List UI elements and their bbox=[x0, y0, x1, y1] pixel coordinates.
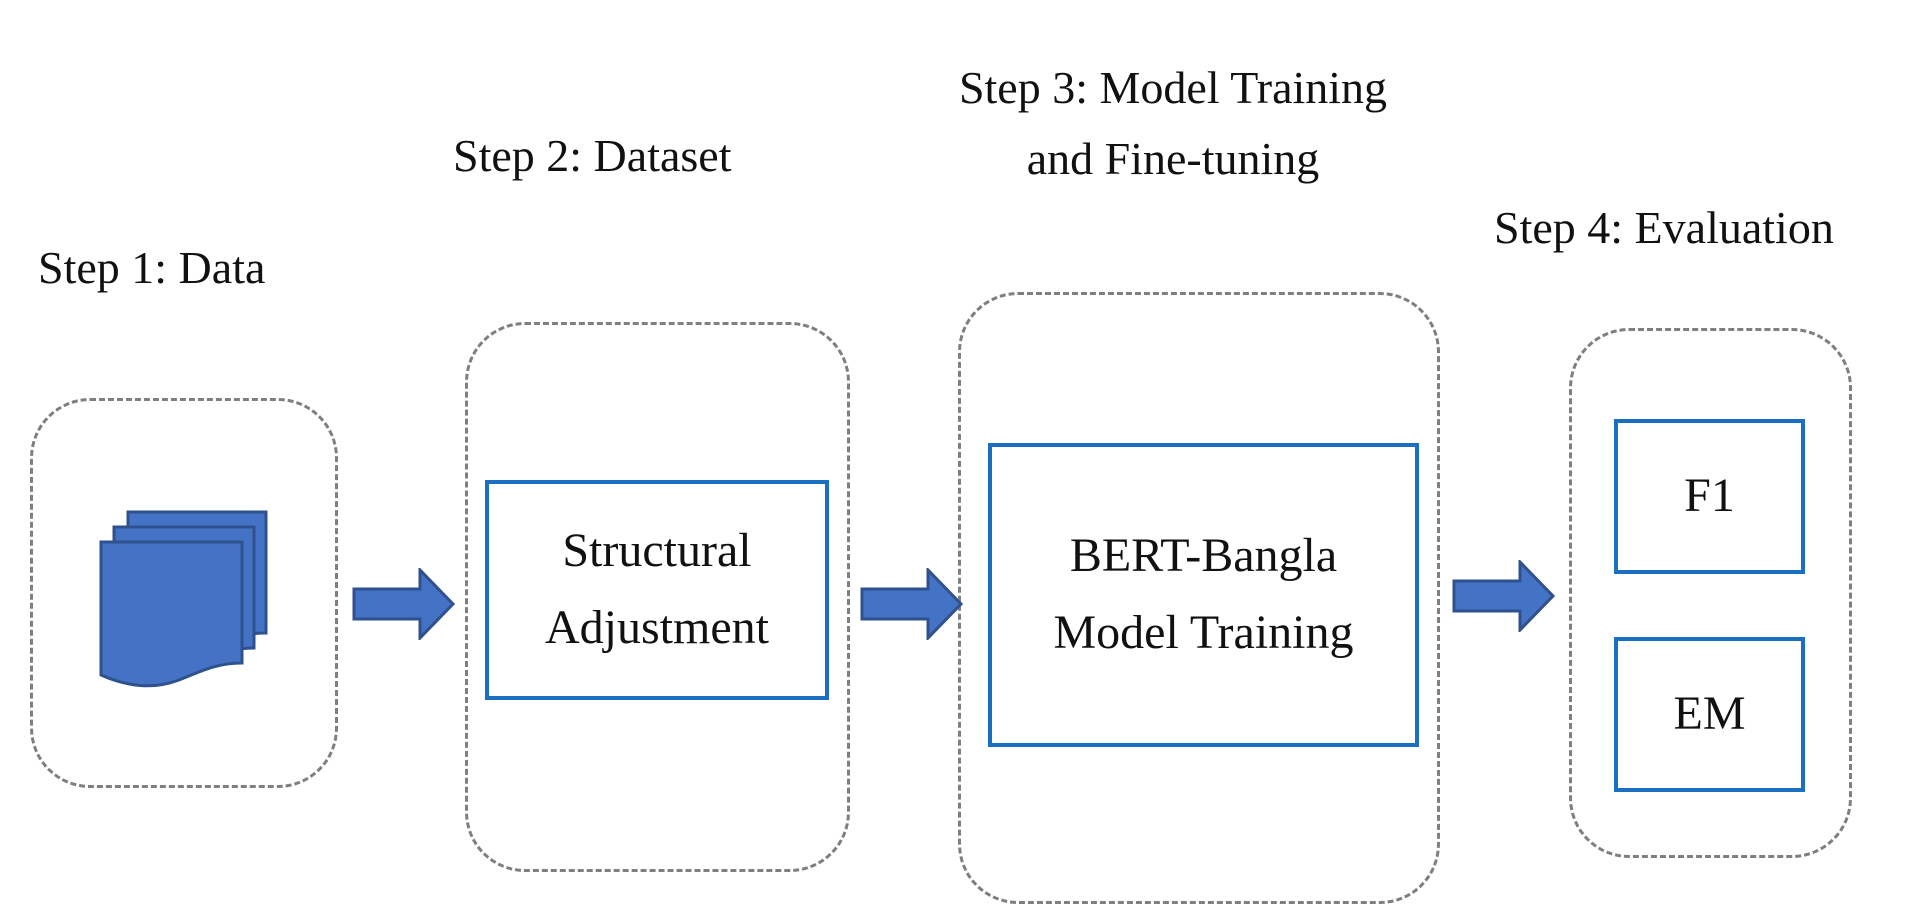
step-3-title-line-2: and Fine-tuning bbox=[1026, 133, 1320, 185]
step-4-container bbox=[1569, 328, 1852, 858]
step-4-title-line: Step 4: Evaluation bbox=[1494, 202, 1834, 253]
f1-metric-label: F1 bbox=[1684, 469, 1735, 523]
structural-adjustment-line-1: Structural bbox=[562, 524, 752, 578]
step-3-title: Step 3: Model Training and Fine-tuning bbox=[908, 52, 1438, 195]
step-2-title: Step 2: Dataset bbox=[453, 120, 732, 191]
document-stack-icon bbox=[99, 510, 268, 688]
arrow-right-icon bbox=[352, 568, 456, 640]
bert-bangla-training-box: BERT-Bangla Model Training bbox=[988, 443, 1419, 747]
step-2-container bbox=[465, 322, 850, 872]
arrow-right-icon bbox=[1452, 560, 1556, 632]
arrow-right-icon bbox=[860, 568, 964, 640]
step-1-title-line: Step 1: Data bbox=[38, 242, 266, 293]
em-metric-label: EM bbox=[1673, 687, 1746, 741]
em-metric-box: EM bbox=[1614, 637, 1805, 792]
step-2-title-line: Step 2: Dataset bbox=[453, 130, 732, 181]
step-3-container bbox=[958, 292, 1440, 904]
structural-adjustment-box: Structural Adjustment bbox=[485, 480, 829, 700]
f1-metric-box: F1 bbox=[1614, 419, 1805, 574]
step-1-title: Step 1: Data bbox=[38, 232, 265, 303]
bert-bangla-line-2: Model Training bbox=[1053, 606, 1354, 659]
bert-bangla-line-1: BERT-Bangla bbox=[1069, 529, 1338, 583]
step-4-title: Step 4: Evaluation bbox=[1494, 192, 1834, 263]
step-3-title-line-1: Step 3: Model Training bbox=[958, 62, 1388, 113]
structural-adjustment-line-2: Adjustment bbox=[545, 601, 769, 654]
step-1-container bbox=[30, 398, 338, 788]
